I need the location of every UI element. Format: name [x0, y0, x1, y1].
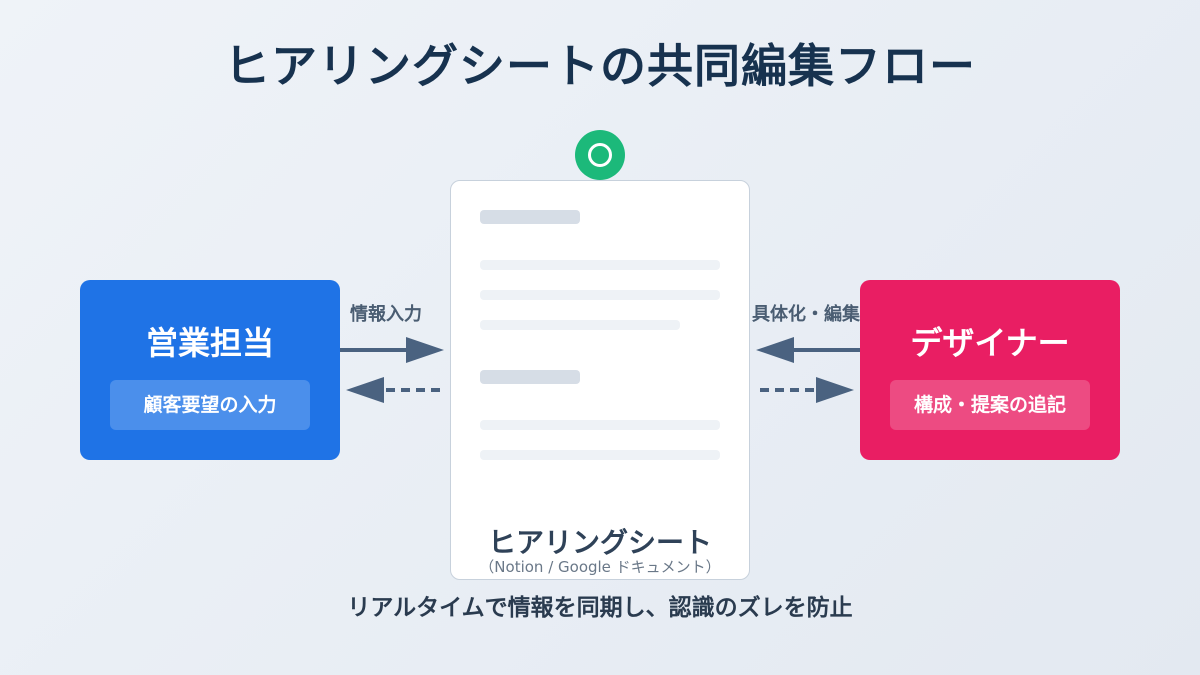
designer-box: デザイナー 構成・提案の追記 [860, 280, 1120, 460]
doc-line-placeholder [480, 290, 720, 300]
arrowhead-icon [816, 377, 854, 403]
sales-arrow-label: 情報入力 [350, 304, 422, 325]
sales-title: 営業担当 [145, 324, 274, 362]
sales-box: 営業担当 顧客要望の入力 [80, 280, 340, 460]
doc-line-placeholder [480, 260, 720, 270]
hearing-sheet-document: ヒアリングシート （Notion / Google ドキュメント） [450, 180, 750, 580]
doc-line-placeholder [480, 450, 720, 460]
arrowhead-icon [756, 337, 794, 363]
designer-tag: 構成・提案の追記 [890, 380, 1090, 430]
caption: リアルタイムで情報を同期し、認識のズレを防止 [347, 595, 853, 621]
document-title: ヒアリングシート [487, 526, 712, 559]
arrowhead-icon [346, 377, 384, 403]
sales-tag: 顧客要望の入力 [110, 380, 310, 430]
designer-title: デザイナー [910, 324, 1070, 362]
circle-status-icon [575, 130, 625, 180]
arrowhead-icon [406, 337, 444, 363]
doc-heading-placeholder [480, 370, 580, 384]
doc-line-placeholder [480, 320, 680, 330]
document-subtitle: （Notion / Google ドキュメント） [479, 558, 721, 576]
doc-heading-placeholder [480, 210, 580, 224]
doc-line-placeholder [480, 420, 720, 430]
page-title: ヒアリングシートの共同編集フロー [224, 39, 976, 93]
designer-arrow-label: 具体化・編集 [752, 304, 860, 325]
